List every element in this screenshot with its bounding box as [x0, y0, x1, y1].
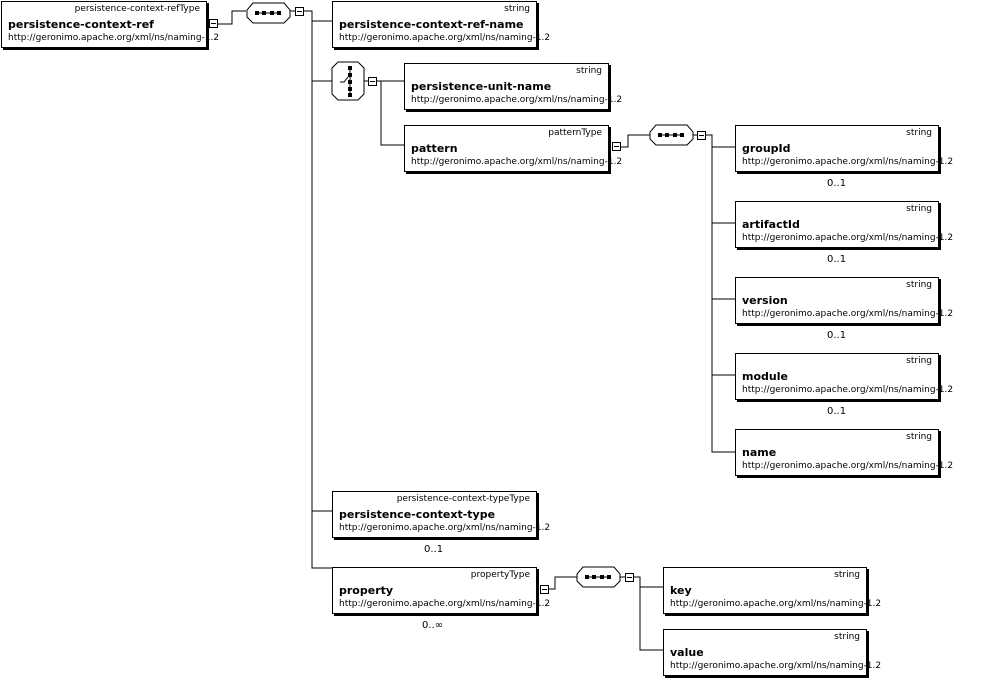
element-persistence-context-ref[interactable]: persistence-context-refType persistence-… [1, 1, 219, 48]
element-namespace: http://geronimo.apache.org/xml/ns/naming… [8, 33, 220, 43]
element-namespace: http://geronimo.apache.org/xml/ns/naming… [742, 385, 954, 395]
element-version[interactable]: string version http://geronimo.apache.or… [735, 277, 953, 324]
element-module[interactable]: string module http://geronimo.apache.org… [735, 353, 953, 400]
element-namespace: http://geronimo.apache.org/xml/ns/naming… [339, 523, 551, 533]
element-name: artifactId [742, 218, 800, 231]
element-persistence-context-type[interactable]: persistence-context-typeType persistence… [332, 491, 550, 538]
sequence-compositor[interactable] [649, 124, 695, 146]
element-name[interactable]: string name http://geronimo.apache.org/x… [735, 429, 953, 476]
sequence-compositor[interactable] [246, 2, 292, 24]
element-name: version [742, 294, 788, 307]
element-type: persistence-context-typeType [396, 494, 530, 504]
element-name: pattern [411, 142, 458, 155]
element-type: string [906, 128, 932, 138]
cardinality-label: 0..1 [424, 544, 444, 555]
element-namespace: http://geronimo.apache.org/xml/ns/naming… [742, 461, 954, 471]
element-name: name [742, 446, 777, 459]
element-type: string [906, 280, 932, 290]
collapse-toggle[interactable] [625, 573, 634, 582]
element-namespace: http://geronimo.apache.org/xml/ns/naming… [670, 599, 882, 609]
element-name: value [670, 646, 704, 659]
element-namespace: http://geronimo.apache.org/xml/ns/naming… [339, 33, 551, 43]
element-name: property [339, 584, 394, 597]
choice-compositor[interactable] [331, 61, 365, 101]
element-type: patternType [548, 128, 602, 138]
cardinality-label: 0..1 [827, 254, 847, 265]
element-persistence-unit-name[interactable]: string persistence-unit-name http://gero… [404, 63, 622, 110]
element-name: persistence-context-ref [8, 18, 154, 31]
element-name: persistence-context-ref-name [339, 18, 524, 31]
cardinality-label: 0..∞ [422, 620, 444, 631]
element-type: string [906, 356, 932, 366]
element-name: persistence-unit-name [411, 80, 552, 93]
element-name: groupId [742, 142, 791, 155]
element-type: persistence-context-refType [74, 4, 200, 14]
element-namespace: http://geronimo.apache.org/xml/ns/naming… [411, 157, 623, 167]
element-artifactId[interactable]: string artifactId http://geronimo.apache… [735, 201, 953, 248]
sequence-compositor[interactable] [576, 566, 622, 588]
collapse-toggle[interactable] [540, 585, 549, 594]
element-type: string [576, 66, 602, 76]
element-namespace: http://geronimo.apache.org/xml/ns/naming… [742, 309, 954, 319]
cardinality-label: 0..1 [827, 406, 847, 417]
element-namespace: http://geronimo.apache.org/xml/ns/naming… [339, 599, 551, 609]
element-type: string [504, 4, 530, 14]
element-property[interactable]: propertyType property http://geronimo.ap… [332, 567, 550, 614]
element-key[interactable]: string key http://geronimo.apache.org/xm… [663, 567, 881, 614]
element-pattern[interactable]: patternType pattern http://geronimo.apac… [404, 125, 622, 172]
element-value[interactable]: string value http://geronimo.apache.org/… [663, 629, 881, 676]
element-groupId[interactable]: string groupId http://geronimo.apache.or… [735, 125, 953, 172]
collapse-toggle[interactable] [697, 131, 706, 140]
element-type: propertyType [470, 570, 530, 580]
element-namespace: http://geronimo.apache.org/xml/ns/naming… [670, 661, 882, 671]
element-name: key [670, 584, 692, 597]
element-name: module [742, 370, 788, 383]
element-type: string [834, 632, 860, 642]
element-namespace: http://geronimo.apache.org/xml/ns/naming… [411, 95, 623, 105]
cardinality-label: 0..1 [827, 178, 847, 189]
element-persistence-context-ref-name[interactable]: string persistence-context-ref-name http… [332, 1, 550, 48]
element-namespace: http://geronimo.apache.org/xml/ns/naming… [742, 233, 954, 243]
element-name: persistence-context-type [339, 508, 496, 521]
collapse-toggle[interactable] [295, 7, 304, 16]
collapse-toggle[interactable] [368, 77, 377, 86]
element-namespace: http://geronimo.apache.org/xml/ns/naming… [742, 157, 954, 167]
cardinality-label: 0..1 [827, 330, 847, 341]
element-type: string [906, 432, 932, 442]
element-type: string [834, 570, 860, 580]
collapse-toggle[interactable] [612, 142, 621, 151]
element-type: string [906, 204, 932, 214]
collapse-toggle[interactable] [209, 19, 218, 28]
